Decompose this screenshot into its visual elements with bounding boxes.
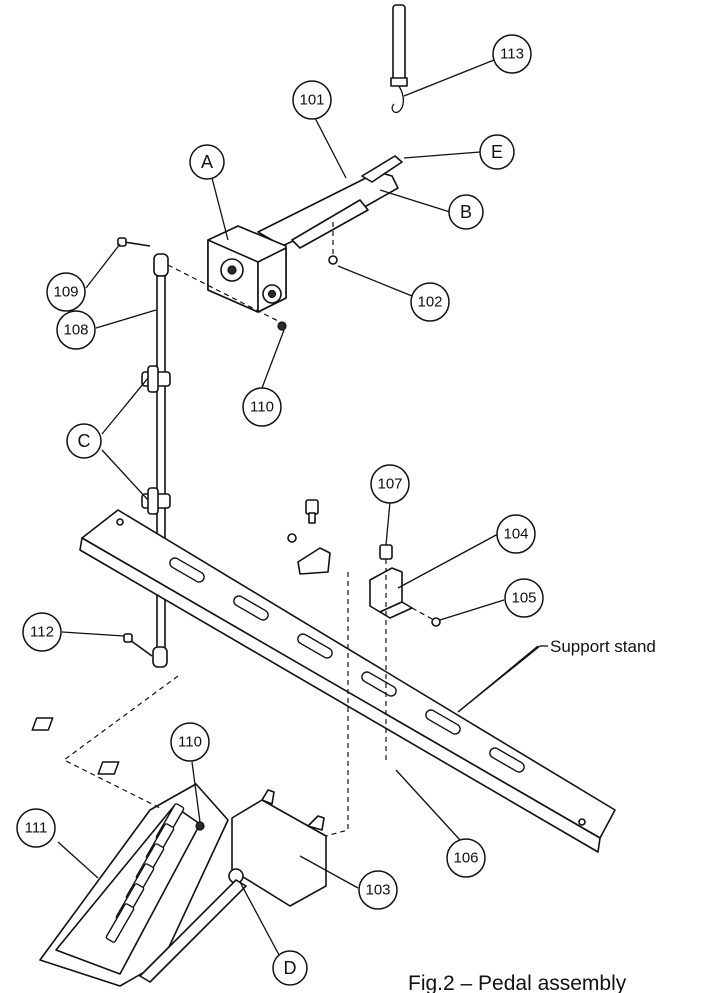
svg-text:101: 101: [299, 92, 324, 109]
pedal-lever: [207, 155, 403, 313]
svg-text:B: B: [460, 202, 472, 222]
balloon-103: 103: [358, 870, 398, 910]
balloon-A: A: [189, 144, 225, 180]
support-stand-label: Support stand: [550, 637, 656, 656]
svg-text:D: D: [284, 958, 297, 978]
svg-text:110: 110: [178, 734, 202, 751]
link-rod: [117, 237, 287, 668]
leader-lines: [57, 59, 539, 969]
balloon-110-upper: 110: [242, 387, 282, 427]
figure-caption: Fig.2 – Pedal assembly: [408, 972, 627, 993]
svg-text:109: 109: [53, 284, 78, 301]
balloon-106: 106: [446, 838, 486, 878]
svg-text:111: 111: [25, 820, 48, 837]
svg-text:112: 112: [30, 624, 54, 641]
balloon-105: 105: [504, 578, 544, 618]
foot-pedal: [39, 675, 247, 987]
foot-bracket: [228, 572, 349, 907]
balloon-109: 109: [46, 272, 86, 312]
balloon-D: D: [272, 950, 308, 986]
balloon-112: 112: [22, 612, 62, 652]
hook-rod: [390, 4, 408, 114]
svg-text:105: 105: [511, 590, 536, 607]
svg-text:A: A: [201, 152, 213, 172]
balloon-110-lower: 110: [170, 722, 210, 762]
svg-text:C: C: [78, 431, 91, 451]
svg-text:108: 108: [63, 322, 88, 339]
svg-text:107: 107: [377, 476, 402, 493]
balloon-101: 101: [292, 80, 332, 120]
balloon-E: E: [479, 134, 515, 170]
balloon-104: 104: [496, 514, 536, 554]
svg-text:106: 106: [453, 850, 478, 867]
svg-text:113: 113: [500, 46, 524, 63]
balloon-111: 111: [16, 808, 56, 848]
svg-text:102: 102: [417, 294, 442, 311]
svg-text:103: 103: [365, 882, 390, 899]
support-stand-leader: [457, 645, 541, 713]
balloon-B: B: [448, 194, 484, 230]
svg-text:104: 104: [503, 526, 528, 543]
balloon-108: 108: [56, 310, 96, 350]
svg-text:E: E: [491, 142, 503, 162]
balloon-107: 107: [370, 464, 410, 504]
balloon-C: C: [66, 423, 102, 459]
hardware: [31, 499, 441, 775]
svg-text:110: 110: [250, 399, 274, 416]
balloon-113: 113: [492, 34, 532, 74]
balloon-102: 102: [410, 282, 450, 322]
